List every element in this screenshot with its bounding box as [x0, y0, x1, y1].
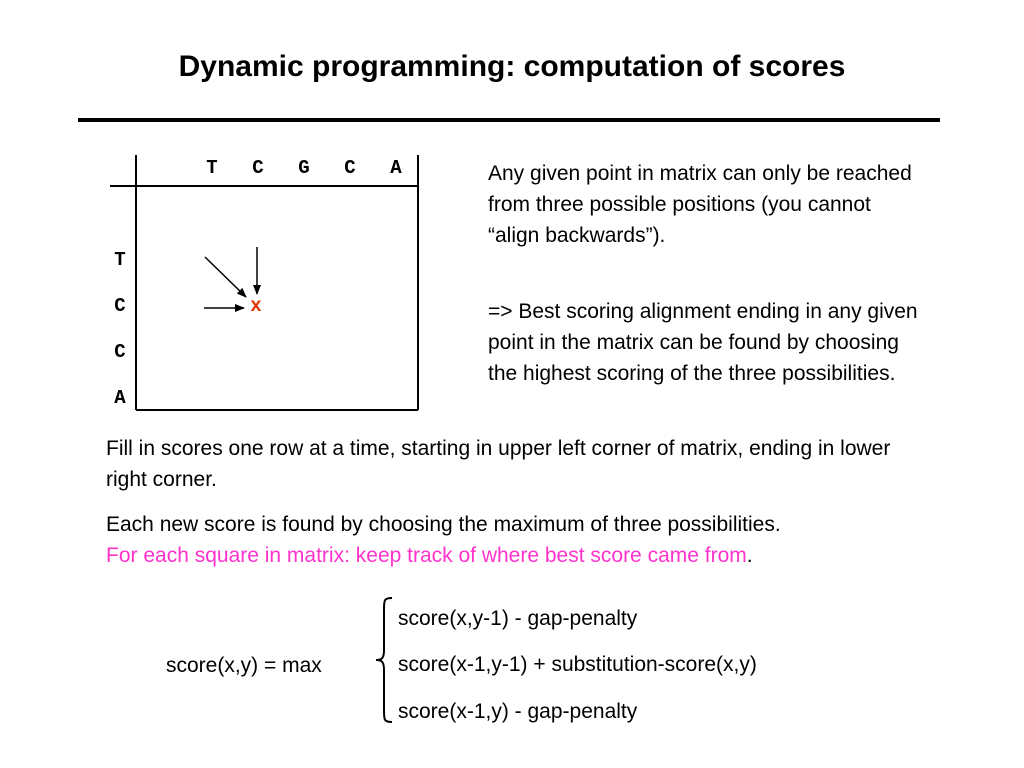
col-header-5: A — [390, 157, 402, 179]
current-cell-marker: x — [250, 295, 261, 317]
col-header-3: G — [298, 157, 309, 179]
highlight-period: . — [746, 544, 753, 567]
side-paragraph-2: => Best scoring alignment ending in any … — [488, 300, 918, 385]
col-header-1: T — [206, 157, 217, 179]
formula-option-2: score(x-1,y-1) + substitution-score(x,y) — [398, 653, 757, 676]
fill-in-paragraph: Fill in scores one row at a time, starti… — [106, 437, 891, 491]
row-header-2: C — [114, 295, 125, 317]
formula-lhs: score(x,y) = max — [166, 654, 322, 677]
side-paragraph-1: Any given point in matrix can only be re… — [488, 162, 912, 247]
col-header-2: C — [252, 157, 263, 179]
row-header-4: A — [114, 387, 126, 409]
formula-option-1: score(x,y-1) - gap-penalty — [398, 607, 638, 630]
formula-option-3: score(x-1,y) - gap-penalty — [398, 700, 638, 723]
row-header-3: C — [114, 341, 125, 363]
col-header-4: C — [344, 157, 355, 179]
row-header-1: T — [114, 249, 125, 271]
curly-brace — [375, 597, 393, 723]
each-new-text: Each new score is found by choosing the … — [106, 513, 781, 536]
diagonal-arrow — [204, 256, 247, 298]
dp-matrix: T C G C A T C C A x — [110, 155, 419, 411]
slide-title: Dynamic programming: computation of scor… — [178, 50, 846, 83]
each-new-paragraph: Each new score is found by choosing the … — [106, 509, 966, 571]
highlight-text: For each square in matrix: keep track of… — [106, 544, 747, 567]
title-divider — [78, 118, 940, 122]
